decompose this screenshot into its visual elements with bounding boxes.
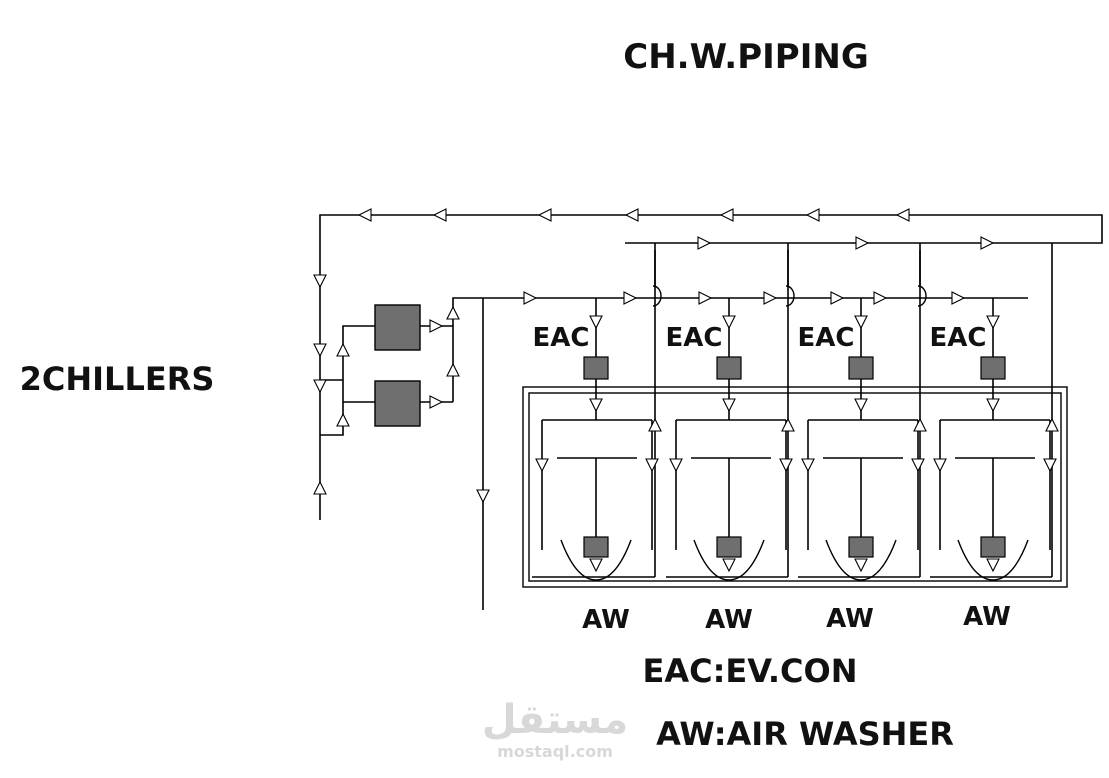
return-header [319, 214, 1103, 520]
flow-arrow-d [986, 315, 1000, 330]
flow-arrow-d [911, 458, 925, 473]
flow-arrow-l [357, 208, 372, 222]
aw-basin [825, 539, 897, 581]
flow-arrow-r [873, 291, 888, 305]
aw-label-2: AW [705, 605, 753, 635]
flow-arrow-d [313, 379, 327, 394]
legend-eac: EAC:EV.CON [642, 652, 857, 690]
flow-arrow-u [913, 417, 927, 432]
flow-arrow-l [432, 208, 447, 222]
flow-arrow-l [624, 208, 639, 222]
flow-arrow-r [698, 291, 713, 305]
legend-aw: AW:AIR WASHER [656, 715, 954, 753]
flow-arrow-d [933, 458, 947, 473]
flow-arrow-d [986, 398, 1000, 413]
flow-arrow-d [722, 558, 736, 573]
flow-arrow-u [781, 417, 795, 432]
flow-arrow-l [537, 208, 552, 222]
flow-arrow-d [645, 458, 659, 473]
flow-arrow-d [313, 343, 327, 358]
watermark-logo: مستقل mostaql.com [482, 697, 628, 761]
flow-arrow-u [313, 480, 327, 495]
watermark-latin: mostaql.com [497, 742, 613, 761]
aw-label-1: AW [582, 605, 630, 635]
flow-arrow-u [336, 412, 350, 427]
units-layer: EAC AW EAC AW EAC AW EAC AW [532, 243, 1053, 635]
flow-arrow-d [854, 558, 868, 573]
flow-arrow-d [779, 458, 793, 473]
arrows-layer [313, 208, 1059, 573]
unit-group-4: EAC AW [930, 250, 1053, 632]
flow-arrow-u [648, 417, 662, 432]
flow-arrow-l [719, 208, 734, 222]
diagram-title: CH.W.PIPING [623, 37, 868, 77]
flow-arrow-d [476, 489, 490, 504]
flow-arrow-d [854, 315, 868, 330]
aw-basin [957, 539, 1029, 581]
flow-arrow-d [589, 558, 603, 573]
flow-arrow-d [722, 398, 736, 413]
aw-label-3: AW [826, 604, 874, 634]
pipe-crossover [652, 285, 662, 307]
flow-arrow-r [623, 291, 638, 305]
eac-unit-1 [583, 356, 609, 380]
unit-group-2: EAC AW [666, 243, 795, 635]
eac-label-3: EAC [798, 323, 855, 353]
flow-arrow-d [313, 274, 327, 289]
pipe-crossover [785, 285, 795, 307]
flow-arrow-r [429, 319, 444, 333]
flow-arrow-d [801, 458, 815, 473]
flow-arrow-r [855, 236, 870, 250]
aw-pump-3 [848, 536, 874, 558]
flow-arrow-d [589, 398, 603, 413]
flow-arrow-r [951, 291, 966, 305]
flow-arrow-d [1043, 458, 1057, 473]
aw-pump-2 [716, 536, 742, 558]
chiller-1 [374, 304, 421, 351]
flow-arrow-d [535, 458, 549, 473]
flow-arrow-u [446, 305, 460, 320]
flow-arrow-r [523, 291, 538, 305]
flow-arrow-d [986, 558, 1000, 573]
aw-label-4: AW [963, 602, 1011, 632]
flow-arrow-r [763, 291, 778, 305]
flow-arrow-l [895, 208, 910, 222]
flow-arrow-d [669, 458, 683, 473]
chillers-label: 2CHILLERS [20, 360, 215, 398]
flow-arrow-u [336, 342, 350, 357]
aw-basin [560, 539, 632, 581]
eac-unit-2 [716, 356, 742, 380]
watermark-arabic: مستقل [482, 697, 628, 743]
flow-arrow-r [429, 395, 444, 409]
aw-pump-1 [583, 536, 609, 558]
flow-arrow-u [446, 362, 460, 377]
flow-arrow-r [830, 291, 845, 305]
aw-pump-4 [980, 536, 1006, 558]
aw-basin [693, 539, 765, 581]
unit-group-3: EAC AW [798, 243, 927, 634]
flow-arrow-l [805, 208, 820, 222]
air-washer-enclosure-inner [528, 392, 1062, 582]
flow-arrow-u [1045, 417, 1059, 432]
eac-label-2: EAC [666, 323, 723, 353]
unit-group-1: EAC AW [532, 243, 662, 635]
eac-label-4: EAC [930, 323, 987, 353]
chiller-2 [374, 380, 421, 427]
flow-arrow-d [722, 315, 736, 330]
eac-unit-4 [980, 356, 1006, 380]
flow-arrow-d [589, 315, 603, 330]
flow-arrow-r [980, 236, 995, 250]
air-washer-enclosure-outer [522, 386, 1068, 588]
flow-arrow-r [697, 236, 712, 250]
eac-label-1: EAC [533, 323, 590, 353]
chiller-bank [320, 297, 1028, 436]
eac-unit-3 [848, 356, 874, 380]
pipe-crossover [917, 285, 927, 307]
flow-arrow-d [854, 398, 868, 413]
